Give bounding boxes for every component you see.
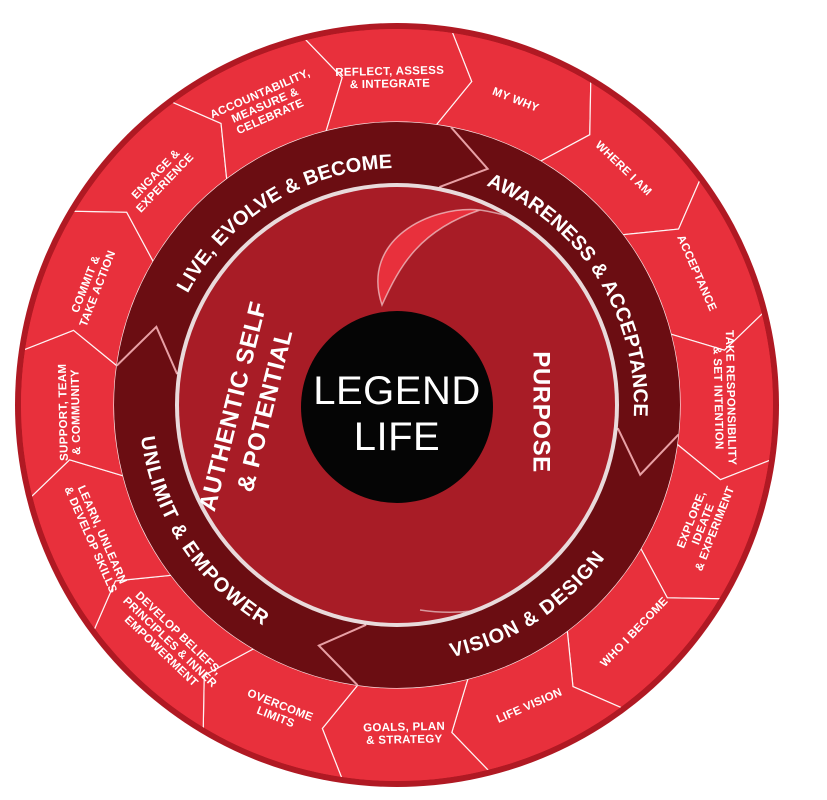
inner-core-swirl <box>377 208 481 308</box>
outer-segment-label-line: & INTEGRATE <box>350 78 431 92</box>
inner-label-purpose: PURPOSE <box>528 351 555 473</box>
phase-ring-dividers <box>116 126 680 686</box>
center-title-line-1: LEGEND <box>313 369 481 413</box>
outer-segment-label-line: GOALS, PLAN <box>363 721 445 735</box>
outer-segment-label-line: & COMMUNITY <box>70 369 84 455</box>
center-title-line-2: LIFE <box>354 415 440 459</box>
center-circle <box>301 311 493 503</box>
outer-segment-label: GOALS, PLAN& STRATEGY <box>363 721 445 747</box>
outer-segment-label-line: & SET INTENTION <box>711 346 725 450</box>
outer-segment-label: SUPPORT, TEAM& COMMUNITY <box>57 363 84 461</box>
outer-segment-label-line: TAKE RESPONSIBILITY <box>723 330 738 465</box>
phase-divider <box>317 623 367 686</box>
phase-divider <box>616 427 680 477</box>
outer-segment-label: TAKE RESPONSIBILITY& SET INTENTION <box>710 330 737 466</box>
outer-segment-label-line: SUPPORT, TEAM <box>57 364 71 461</box>
inner-core-right <box>419 209 615 613</box>
outer-segment-label: REFLECT, ASSESS& INTEGRATE <box>335 65 444 92</box>
outer-segment-label-line: REFLECT, ASSESS <box>335 65 444 79</box>
phase-divider <box>116 325 179 375</box>
outer-segment-label-line: & STRATEGY <box>366 733 443 747</box>
phase-divider <box>439 126 490 189</box>
center-badge: LEGEND LIFE <box>301 311 493 503</box>
